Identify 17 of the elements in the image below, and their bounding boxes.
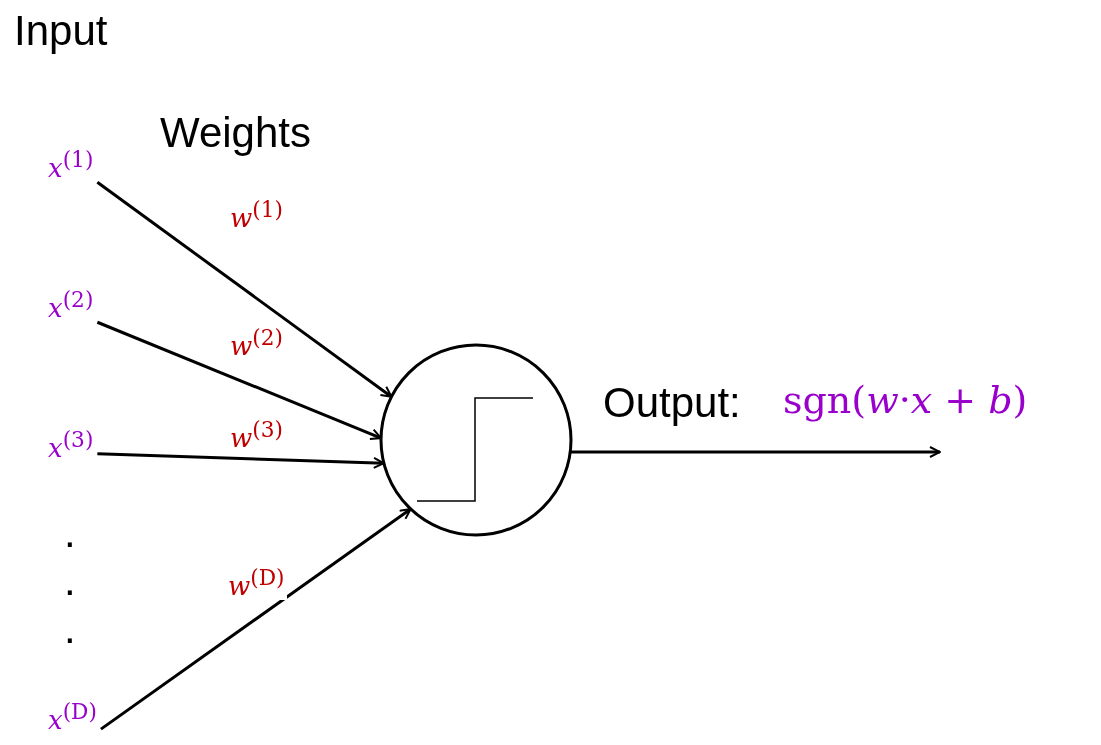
arrow bbox=[100, 507, 412, 731]
input-variable: x$^{(D)}$ bbox=[48, 700, 97, 735]
edge-label: Output: bbox=[603, 380, 741, 427]
input-variable: x$^{(3)}$ bbox=[48, 428, 94, 463]
arrow bbox=[97, 452, 385, 469]
heading-text: Input bbox=[14, 8, 108, 55]
ellipsis-dot: . bbox=[64, 558, 76, 605]
arrow bbox=[96, 320, 382, 440]
input-variable: x$^{(2)}$ bbox=[48, 288, 94, 323]
heading-text: Weights bbox=[160, 110, 311, 157]
ellipsis-dot: . bbox=[64, 606, 76, 653]
edge-label: w$^{(D)}$ bbox=[226, 566, 287, 601]
ellipsis-dot: . bbox=[64, 510, 76, 557]
output-formula: sgn(w·x + b) bbox=[783, 380, 1028, 422]
arrow bbox=[570, 446, 941, 458]
input-variable: x$^{(1)}$ bbox=[48, 148, 94, 183]
arrow bbox=[96, 181, 393, 398]
